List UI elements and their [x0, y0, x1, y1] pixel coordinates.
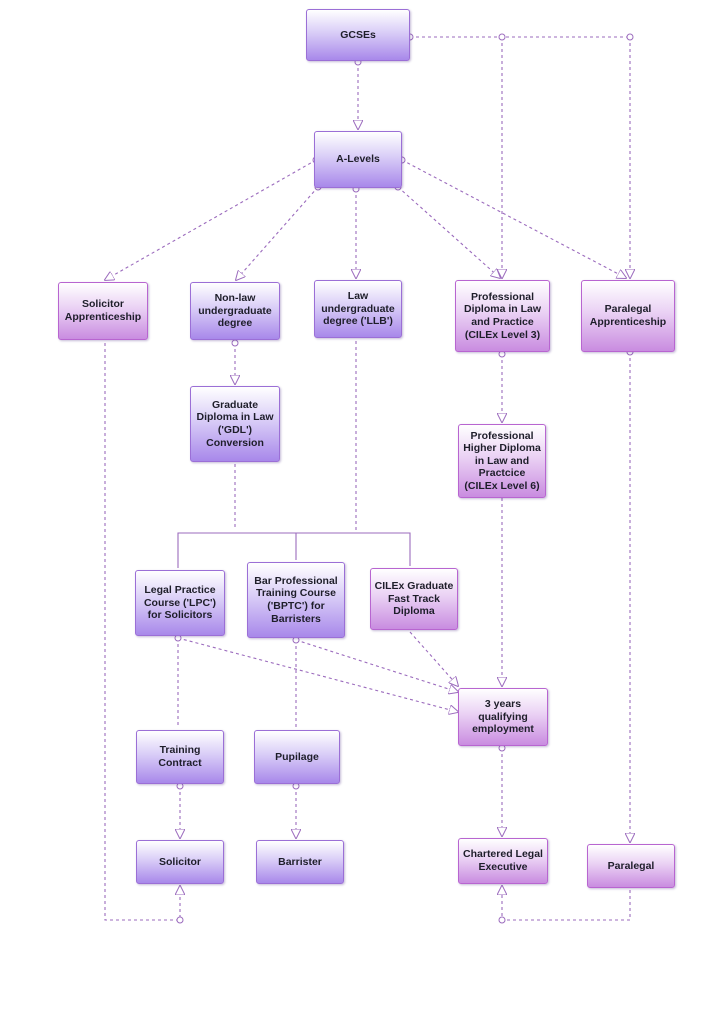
- node-qualifying-employment-label: 3 years qualifying employment: [472, 698, 534, 736]
- node-chartered-legal-executive: Chartered Legal Executive: [458, 838, 548, 884]
- node-professional-diploma-label: Professional Diploma in Law and Practice…: [463, 290, 541, 341]
- node-solicitor-label: Solicitor: [158, 855, 201, 868]
- node-lpc: Legal Practice Course ('LPC') for Solici…: [135, 570, 225, 636]
- connector-alevels-paralegal-apprenticeship: [401, 159, 626, 278]
- connector-dot: [498, 33, 506, 41]
- node-professional-higher-diploma-label: Professional Higher Diploma in Law and P…: [463, 429, 541, 492]
- node-solicitor-apprenticeship-label: Solicitor Apprenticeship: [64, 298, 142, 323]
- connector-alevels-non-law: [236, 186, 319, 280]
- connector-paralegal-chartered: [502, 886, 631, 921]
- connector-fasttrack-employment: [409, 631, 458, 686]
- node-bptc-label: Bar Professional Training Course ('BPTC'…: [254, 574, 338, 625]
- node-paralegal-label: Paralegal: [607, 859, 655, 872]
- node-gdl-label: Graduate Diploma in Law ('GDL') Conversi…: [196, 398, 274, 449]
- node-gcses-label: GCSEs: [340, 28, 376, 41]
- connector-dot: [498, 916, 506, 924]
- connector-lpc-employment: [177, 637, 458, 712]
- node-cilex-fast-track: CILEx Graduate Fast Track Diploma: [370, 568, 458, 630]
- bracket-vocational-courses: [177, 532, 411, 568]
- node-paralegal-apprenticeship: Paralegal Apprenticeship: [581, 280, 675, 352]
- node-solicitor-apprenticeship: Solicitor Apprenticeship: [58, 282, 148, 340]
- connector-alevels-professional-diploma: [397, 186, 500, 278]
- node-non-law-degree: Non-law undergraduate degree: [190, 282, 280, 340]
- node-lpc-label: Legal Practice Course ('LPC') for Solici…: [143, 584, 217, 622]
- node-pupilage: Pupilage: [254, 730, 340, 784]
- connector-dot: [231, 339, 239, 347]
- node-professional-higher-diploma: Professional Higher Diploma in Law and P…: [458, 424, 546, 498]
- node-a-levels: A-Levels: [314, 131, 402, 188]
- node-gcses: GCSEs: [306, 9, 410, 61]
- connector-dot: [176, 916, 184, 924]
- node-pupilage-label: Pupilage: [275, 750, 319, 763]
- node-solicitor: Solicitor: [136, 840, 224, 884]
- node-professional-diploma: Professional Diploma in Law and Practice…: [455, 280, 550, 352]
- node-bptc: Bar Professional Training Course ('BPTC'…: [247, 562, 345, 638]
- node-gdl: Graduate Diploma in Law ('GDL') Conversi…: [190, 386, 280, 462]
- node-barrister-label: Barrister: [278, 855, 322, 868]
- node-chartered-legal-executive-label: Chartered Legal Executive: [463, 848, 543, 873]
- connector-bptc-employment: [295, 639, 458, 692]
- node-a-levels-label: A-Levels: [336, 153, 380, 166]
- node-paralegal-apprenticeship-label: Paralegal Apprenticeship: [589, 303, 667, 328]
- node-qualifying-employment: 3 years qualifying employment: [458, 688, 548, 746]
- node-training-contract-label: Training Contract: [158, 744, 202, 769]
- connector-dot: [626, 33, 634, 41]
- node-training-contract: Training Contract: [136, 730, 224, 784]
- connector-alevels-solicitor-apprenticeship: [105, 159, 317, 280]
- node-cilex-fast-track-label: CILEx Graduate Fast Track Diploma: [374, 580, 454, 618]
- node-law-degree-label: Law undergraduate degree ('LLB'): [321, 290, 395, 328]
- node-law-degree: Law undergraduate degree ('LLB'): [314, 280, 402, 338]
- node-paralegal: Paralegal: [587, 844, 675, 888]
- connector-solicitor-apprenticeship-solicitor: [104, 343, 180, 921]
- node-barrister: Barrister: [256, 840, 344, 884]
- node-non-law-degree-label: Non-law undergraduate degree: [198, 292, 272, 330]
